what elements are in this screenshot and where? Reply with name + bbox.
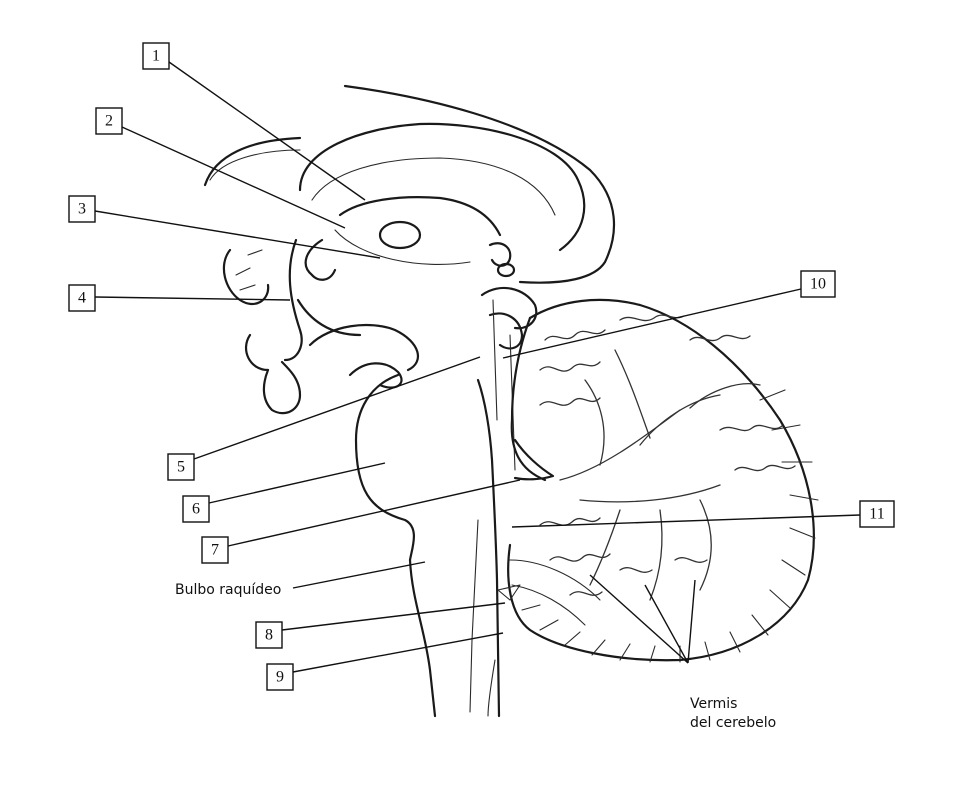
callout-1-label: 1 — [152, 48, 160, 65]
callout-5: 5 — [167, 453, 195, 481]
callout-7: 7 — [201, 536, 229, 564]
brainstem — [354, 373, 501, 718]
hypothalamus-pituitary — [222, 238, 419, 415]
leader-1 — [168, 61, 366, 201]
callout-11: 11 — [859, 500, 895, 528]
label-bulbo-raquideo: Bulbo raquídeo — [175, 582, 281, 598]
callout-3: 3 — [68, 195, 96, 223]
callout-6-label: 6 — [192, 501, 200, 518]
callout-5-label: 5 — [177, 459, 185, 476]
label-vermis-line2: del cerebelo — [690, 715, 776, 731]
leader-7 — [227, 479, 521, 547]
callout-9: 9 — [266, 663, 294, 691]
callout-6: 6 — [182, 495, 210, 523]
callout-2-label: 2 — [105, 113, 113, 130]
corpus-callosum — [203, 84, 616, 284]
leader-4 — [94, 296, 291, 301]
leader-2 — [121, 126, 346, 229]
leader-3 — [94, 210, 381, 259]
callout-11-label: 11 — [869, 506, 884, 523]
leader-lines — [94, 61, 861, 673]
leader-10 — [502, 288, 802, 359]
pineal-gland — [496, 262, 516, 278]
leader-vermis-b — [644, 584, 689, 664]
fourth-ventricle — [497, 438, 555, 601]
leader-8 — [281, 602, 506, 631]
callout-3-label: 3 — [78, 201, 86, 218]
callout-8: 8 — [255, 621, 283, 649]
leader-bulbo — [292, 561, 426, 589]
callout-7-label: 7 — [211, 542, 219, 559]
callout-2: 2 — [95, 107, 123, 135]
cerebellum — [507, 298, 819, 663]
callout-10: 10 — [800, 270, 836, 298]
leader-vermis-a — [589, 574, 689, 664]
callout-9-label: 9 — [276, 669, 284, 686]
label-vermis-line1: Vermis — [690, 696, 737, 712]
callout-4-label: 4 — [78, 290, 86, 307]
leader-6 — [208, 462, 386, 504]
leader-11 — [511, 514, 861, 528]
interthalamic-adhesion — [378, 220, 422, 250]
leader-5 — [193, 356, 481, 460]
callout-8-label: 8 — [265, 627, 273, 644]
callout-1: 1 — [142, 42, 170, 70]
thalamus-region — [304, 196, 502, 281]
leader-9 — [292, 632, 504, 673]
leader-vermis-c — [687, 579, 696, 664]
callout-4: 4 — [68, 284, 96, 312]
callout-10-label: 10 — [810, 276, 826, 293]
